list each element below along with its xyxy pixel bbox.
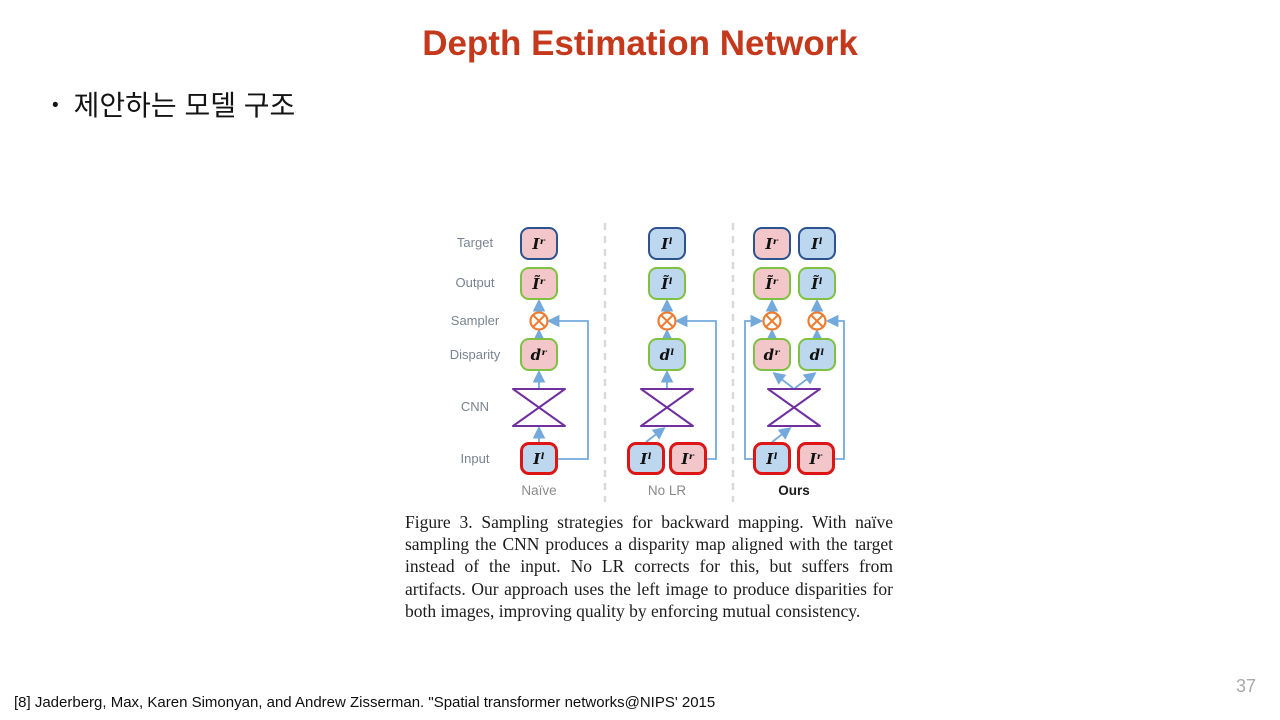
- bullet-text: 제안하는 모델 구조: [73, 90, 296, 121]
- sampler-icon: [762, 311, 782, 331]
- figure-caption: Figure 3. Sampling strategies for backwa…: [405, 512, 893, 621]
- cnn-hourglass-icon: [767, 388, 821, 427]
- bullet-marker: •: [52, 95, 59, 117]
- nolr-target-box: Iˡ: [648, 227, 686, 260]
- ours-target-right-box: Iˡ: [798, 227, 836, 260]
- row-label-sampler: Sampler: [450, 313, 500, 328]
- ours-disparity-left-box: dʳ: [753, 338, 791, 371]
- flow-arrow: [772, 372, 794, 389]
- nolr-input-left-box: Iˡ: [627, 442, 665, 475]
- ours-disparity-right-box: dˡ: [798, 338, 836, 371]
- row-label-input: Input: [460, 451, 490, 466]
- naive-disparity-box: dʳ: [520, 338, 558, 371]
- bullet-item: • 제안하는 모델 구조: [52, 90, 295, 122]
- column-label-naive: Naïve: [521, 483, 557, 498]
- naive-target-box: Iʳ: [520, 227, 558, 260]
- ours-input-right-box: Iʳ: [797, 442, 835, 475]
- flow-arrow: [794, 372, 817, 389]
- ours-output-left-box: Ĩʳ: [753, 267, 791, 300]
- row-label-target: Target: [456, 235, 494, 250]
- nolr-disparity-box: dˡ: [648, 338, 686, 371]
- row-label-output: Output: [455, 275, 495, 290]
- row-label-disparity: Disparity: [449, 347, 501, 362]
- nolr-output-box: Ĩˡ: [648, 267, 686, 300]
- sampler-icon: [529, 311, 549, 331]
- row-label-cnn: CNN: [460, 399, 490, 414]
- cnn-hourglass-icon: [640, 388, 694, 427]
- column-label-ours: Ours: [778, 483, 810, 498]
- nolr-input-right-box: Iʳ: [669, 442, 707, 475]
- flow-arrow: [645, 427, 666, 443]
- page-number: 37: [1235, 676, 1256, 696]
- citation-text: [8] Jaderberg, Max, Karen Simonyan, and …: [14, 694, 716, 711]
- sampler-icon: [807, 311, 827, 331]
- ours-output-right-box: Ĩˡ: [798, 267, 836, 300]
- slide-title: Depth Estimation Network: [422, 24, 858, 63]
- ours-input-left-box: Iˡ: [753, 442, 791, 475]
- naive-input-box: Iˡ: [520, 442, 558, 475]
- flow-arrow: [771, 427, 792, 443]
- sampler-icon: [657, 311, 677, 331]
- column-label-nolr: No LR: [647, 483, 687, 498]
- naive-output-box: Ĩʳ: [520, 267, 558, 300]
- ours-target-left-box: Iʳ: [753, 227, 791, 260]
